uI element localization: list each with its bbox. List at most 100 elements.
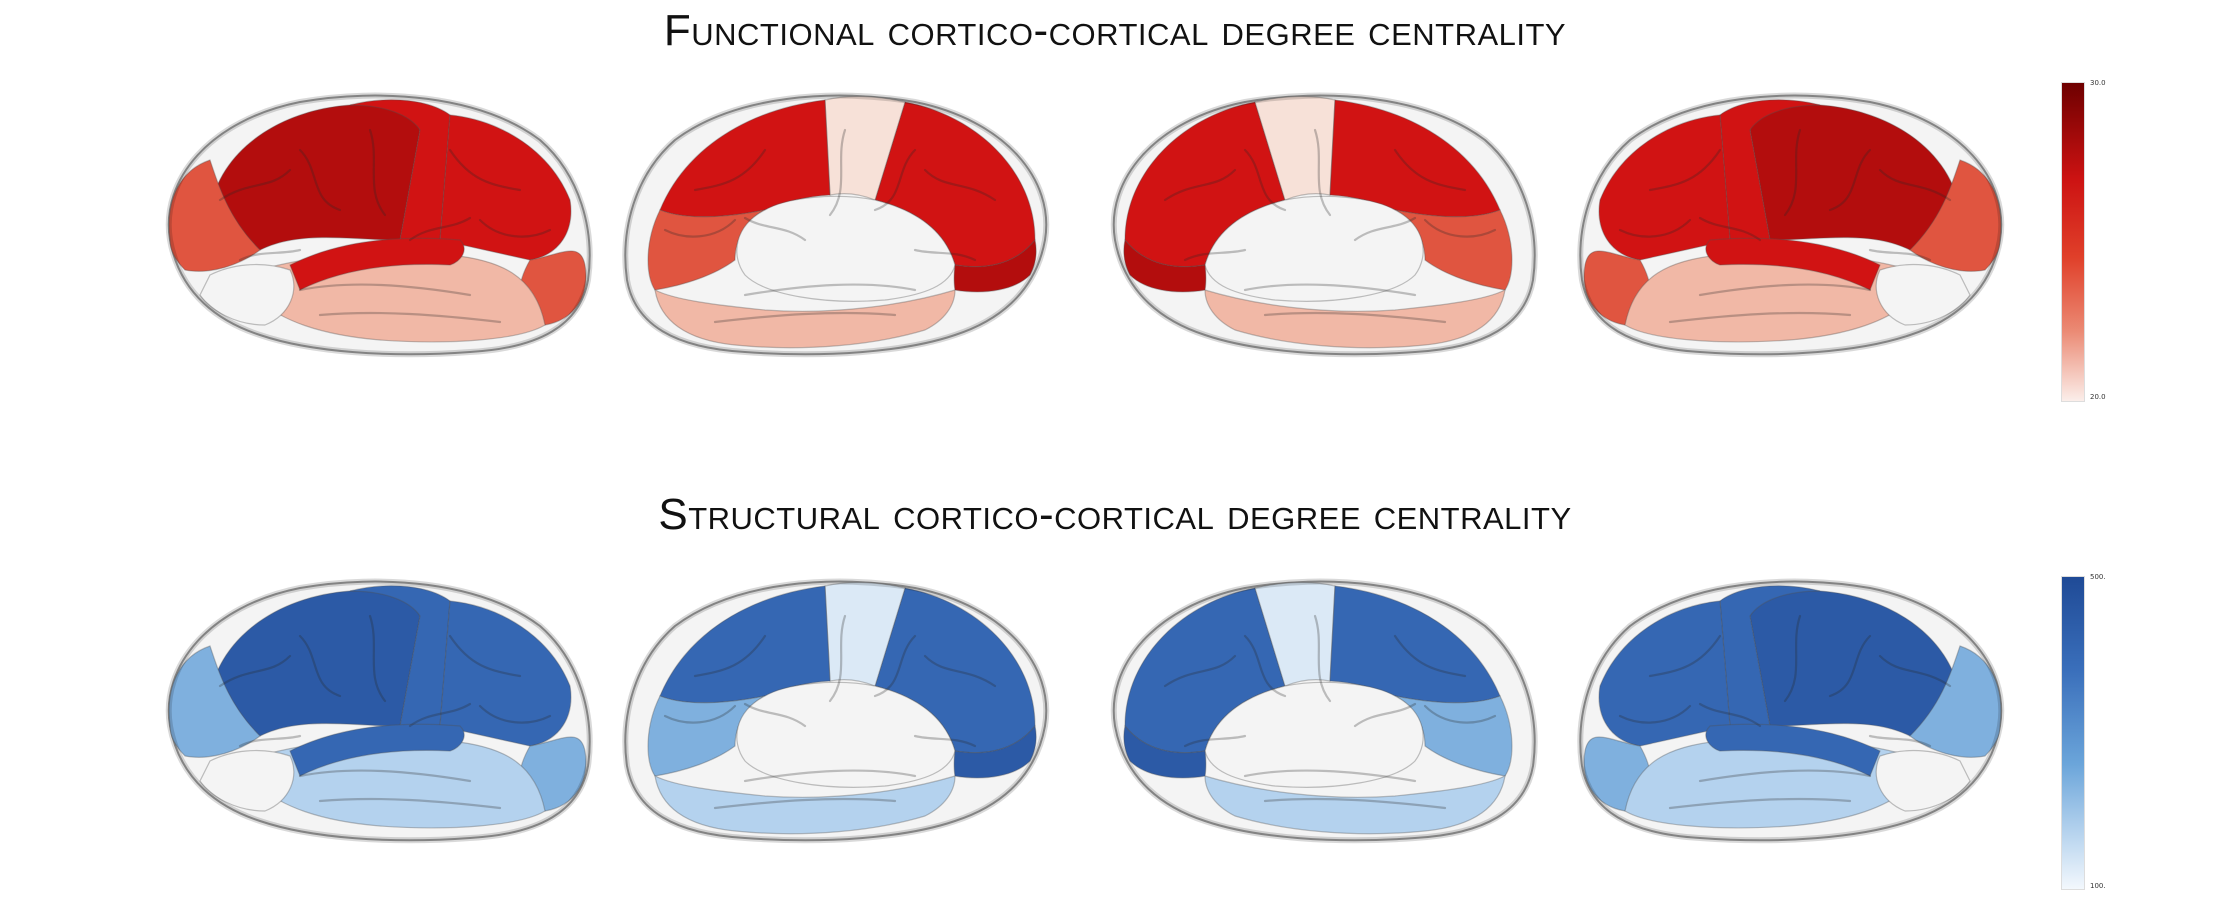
functional-medial-right-brain xyxy=(1110,92,1538,358)
functional-lateral-right-prefrontal-region xyxy=(1909,159,2002,272)
functional-lateral-left-edge-shading xyxy=(165,92,593,358)
structural-medial-right-sulcus xyxy=(1393,634,1467,678)
structural-lateral-right-sulcus xyxy=(1698,769,1872,783)
functional-lateral-left-sulcus xyxy=(218,168,292,202)
structural-medial-left-orbital-region xyxy=(953,724,1037,779)
functional-colorbar-max-label: 30.0 xyxy=(2090,79,2106,87)
functional-medial-right-sulcus xyxy=(1183,248,1247,262)
functional-lateral-left-sylvian-region xyxy=(289,237,465,291)
functional-lateral-left-sulcus xyxy=(298,148,342,212)
structural-lateral-left-sulcus xyxy=(318,797,502,810)
functional-lateral-left-sulcus xyxy=(408,216,472,242)
functional-lateral-right-sulcus xyxy=(1648,148,1722,192)
functional-lateral-right-sulcus xyxy=(1783,128,1802,217)
structural-medial-right-edge-shading xyxy=(1110,578,1538,844)
structural-lateral-right-insula-region xyxy=(1875,749,1971,812)
structural-medial-right-sulcus xyxy=(1313,614,1332,703)
functional-lateral-left-parietal-region xyxy=(439,114,572,261)
functional-lateral-left-sulcus xyxy=(298,283,472,297)
structural-lateral-right-sulcus xyxy=(1618,704,1692,724)
functional-medial-left-callosal-region xyxy=(736,195,956,302)
structural-lateral-left-sulcus xyxy=(478,704,552,724)
functional-medial-left-sulcus xyxy=(828,128,847,217)
functional-medial-left-sulcus xyxy=(743,283,917,297)
functional-medial-right-cuneus-region xyxy=(1394,209,1513,291)
functional-lateral-left-brain xyxy=(165,92,593,358)
functional-lateral-right-sylvian-region xyxy=(1705,237,1881,291)
functional-colorbar xyxy=(2061,82,2085,402)
functional-lateral-left-sulcus xyxy=(448,148,522,192)
structural-lateral-right-sylvian-region xyxy=(1705,723,1881,777)
structural-lateral-left-sulcus xyxy=(238,734,302,748)
structural-lateral-left-sulcus xyxy=(448,634,522,678)
structural-lateral-left-sulcus xyxy=(298,634,342,698)
structural-lateral-left-sulcus xyxy=(368,614,387,703)
functional-lateral-left-sulcus xyxy=(318,311,502,324)
structural-lateral-right-sulcus xyxy=(1828,634,1872,698)
functional-lateral-right-sulcus xyxy=(1698,283,1872,297)
functional-medial-left-cuneus-region xyxy=(647,209,766,291)
functional-medial-right-sulcus xyxy=(1353,216,1417,242)
functional-medial-left-sulcus xyxy=(663,218,737,238)
functional-medial-right-sulcus xyxy=(1243,148,1287,212)
structural-medial-right-cuneus-region xyxy=(1394,695,1513,777)
structural-lateral-left-prefrontal-region xyxy=(168,645,261,758)
structural-panel: Structural cortico-cortical degree centr… xyxy=(0,490,2230,908)
structural-lateral-right-sulcus xyxy=(1783,614,1802,703)
structural-medial-left-sulcus xyxy=(913,734,977,748)
functional-medial-left-sulcus xyxy=(743,216,807,242)
structural-medial-right-sulcus xyxy=(1353,702,1417,728)
functional-medial-right-ventral-region xyxy=(1204,288,1506,349)
functional-panel: Functional cortico-cortical degree centr… xyxy=(0,0,2230,440)
functional-lateral-left-sulcus xyxy=(478,218,552,238)
structural-lateral-left-sulcus xyxy=(408,702,472,728)
functional-lateral-left-sulcus xyxy=(368,128,387,217)
functional-title: Functional cortico-cortical degree centr… xyxy=(663,6,1567,55)
structural-medial-right-sulcus xyxy=(1263,797,1447,810)
structural-lateral-left-sulcus xyxy=(298,769,472,783)
structural-medial-left-cuneus-region xyxy=(647,695,766,777)
functional-medial-right-orbital-region xyxy=(1123,238,1207,293)
structural-medial-left-edge-shading xyxy=(622,578,1050,844)
structural-lateral-right-sulcus xyxy=(1698,702,1762,728)
functional-medial-right-sulcus xyxy=(1423,218,1497,238)
functional-medial-right-sulcus xyxy=(1313,128,1332,217)
functional-lateral-left-sulcus xyxy=(238,248,302,262)
structural-colorbar-min-label: 100. xyxy=(2090,882,2106,890)
functional-lateral-right-edge-shading xyxy=(1577,92,2005,358)
structural-medial-left-ventral-region xyxy=(654,774,956,835)
functional-medial-left-sulcus xyxy=(713,311,897,324)
functional-medial-right-sulcus xyxy=(1263,311,1447,324)
structural-lateral-right-prefrontal-region xyxy=(1909,645,2002,758)
structural-lateral-left-sylvian-region xyxy=(289,723,465,777)
functional-medial-left-edge-shading xyxy=(622,92,1050,358)
structural-colorbar-max-label: 500. xyxy=(2090,573,2106,581)
structural-lateral-left-brain xyxy=(165,578,593,844)
structural-lateral-right-sulcus xyxy=(1868,734,1932,748)
functional-medial-right-sulcus xyxy=(1243,283,1417,297)
functional-medial-left-sulcus xyxy=(913,248,977,262)
structural-medial-left-sulcus xyxy=(828,614,847,703)
functional-lateral-left-insula-region xyxy=(199,263,295,326)
functional-lateral-right-sulcus xyxy=(1828,148,1872,212)
structural-lateral-left-sulcus xyxy=(218,654,292,688)
structural-medial-left-sulcus xyxy=(743,769,917,783)
structural-medial-left-brain xyxy=(622,578,1050,844)
structural-medial-left-sulcus xyxy=(873,634,917,698)
functional-medial-left-sulcus xyxy=(923,168,997,202)
structural-lateral-left-parietal-region xyxy=(439,600,572,747)
structural-title: Structural cortico-cortical degree centr… xyxy=(658,490,1572,539)
structural-medial-left-callosal-region xyxy=(736,681,956,788)
functional-medial-left-ventral-region xyxy=(654,288,956,349)
structural-medial-right-callosal-region xyxy=(1204,681,1424,788)
structural-lateral-right-sulcus xyxy=(1668,797,1852,810)
structural-medial-right-sulcus xyxy=(1243,634,1287,698)
structural-lateral-right-parietal-region xyxy=(1598,600,1731,747)
functional-medial-left-sulcus xyxy=(693,148,767,192)
structural-medial-left-sulcus xyxy=(923,654,997,688)
structural-brain-row xyxy=(165,578,2005,844)
functional-medial-right-edge-shading xyxy=(1110,92,1538,358)
functional-lateral-right-parietal-region xyxy=(1598,114,1731,261)
structural-lateral-right-edge-shading xyxy=(1577,578,2005,844)
structural-lateral-right-sulcus xyxy=(1648,634,1722,678)
